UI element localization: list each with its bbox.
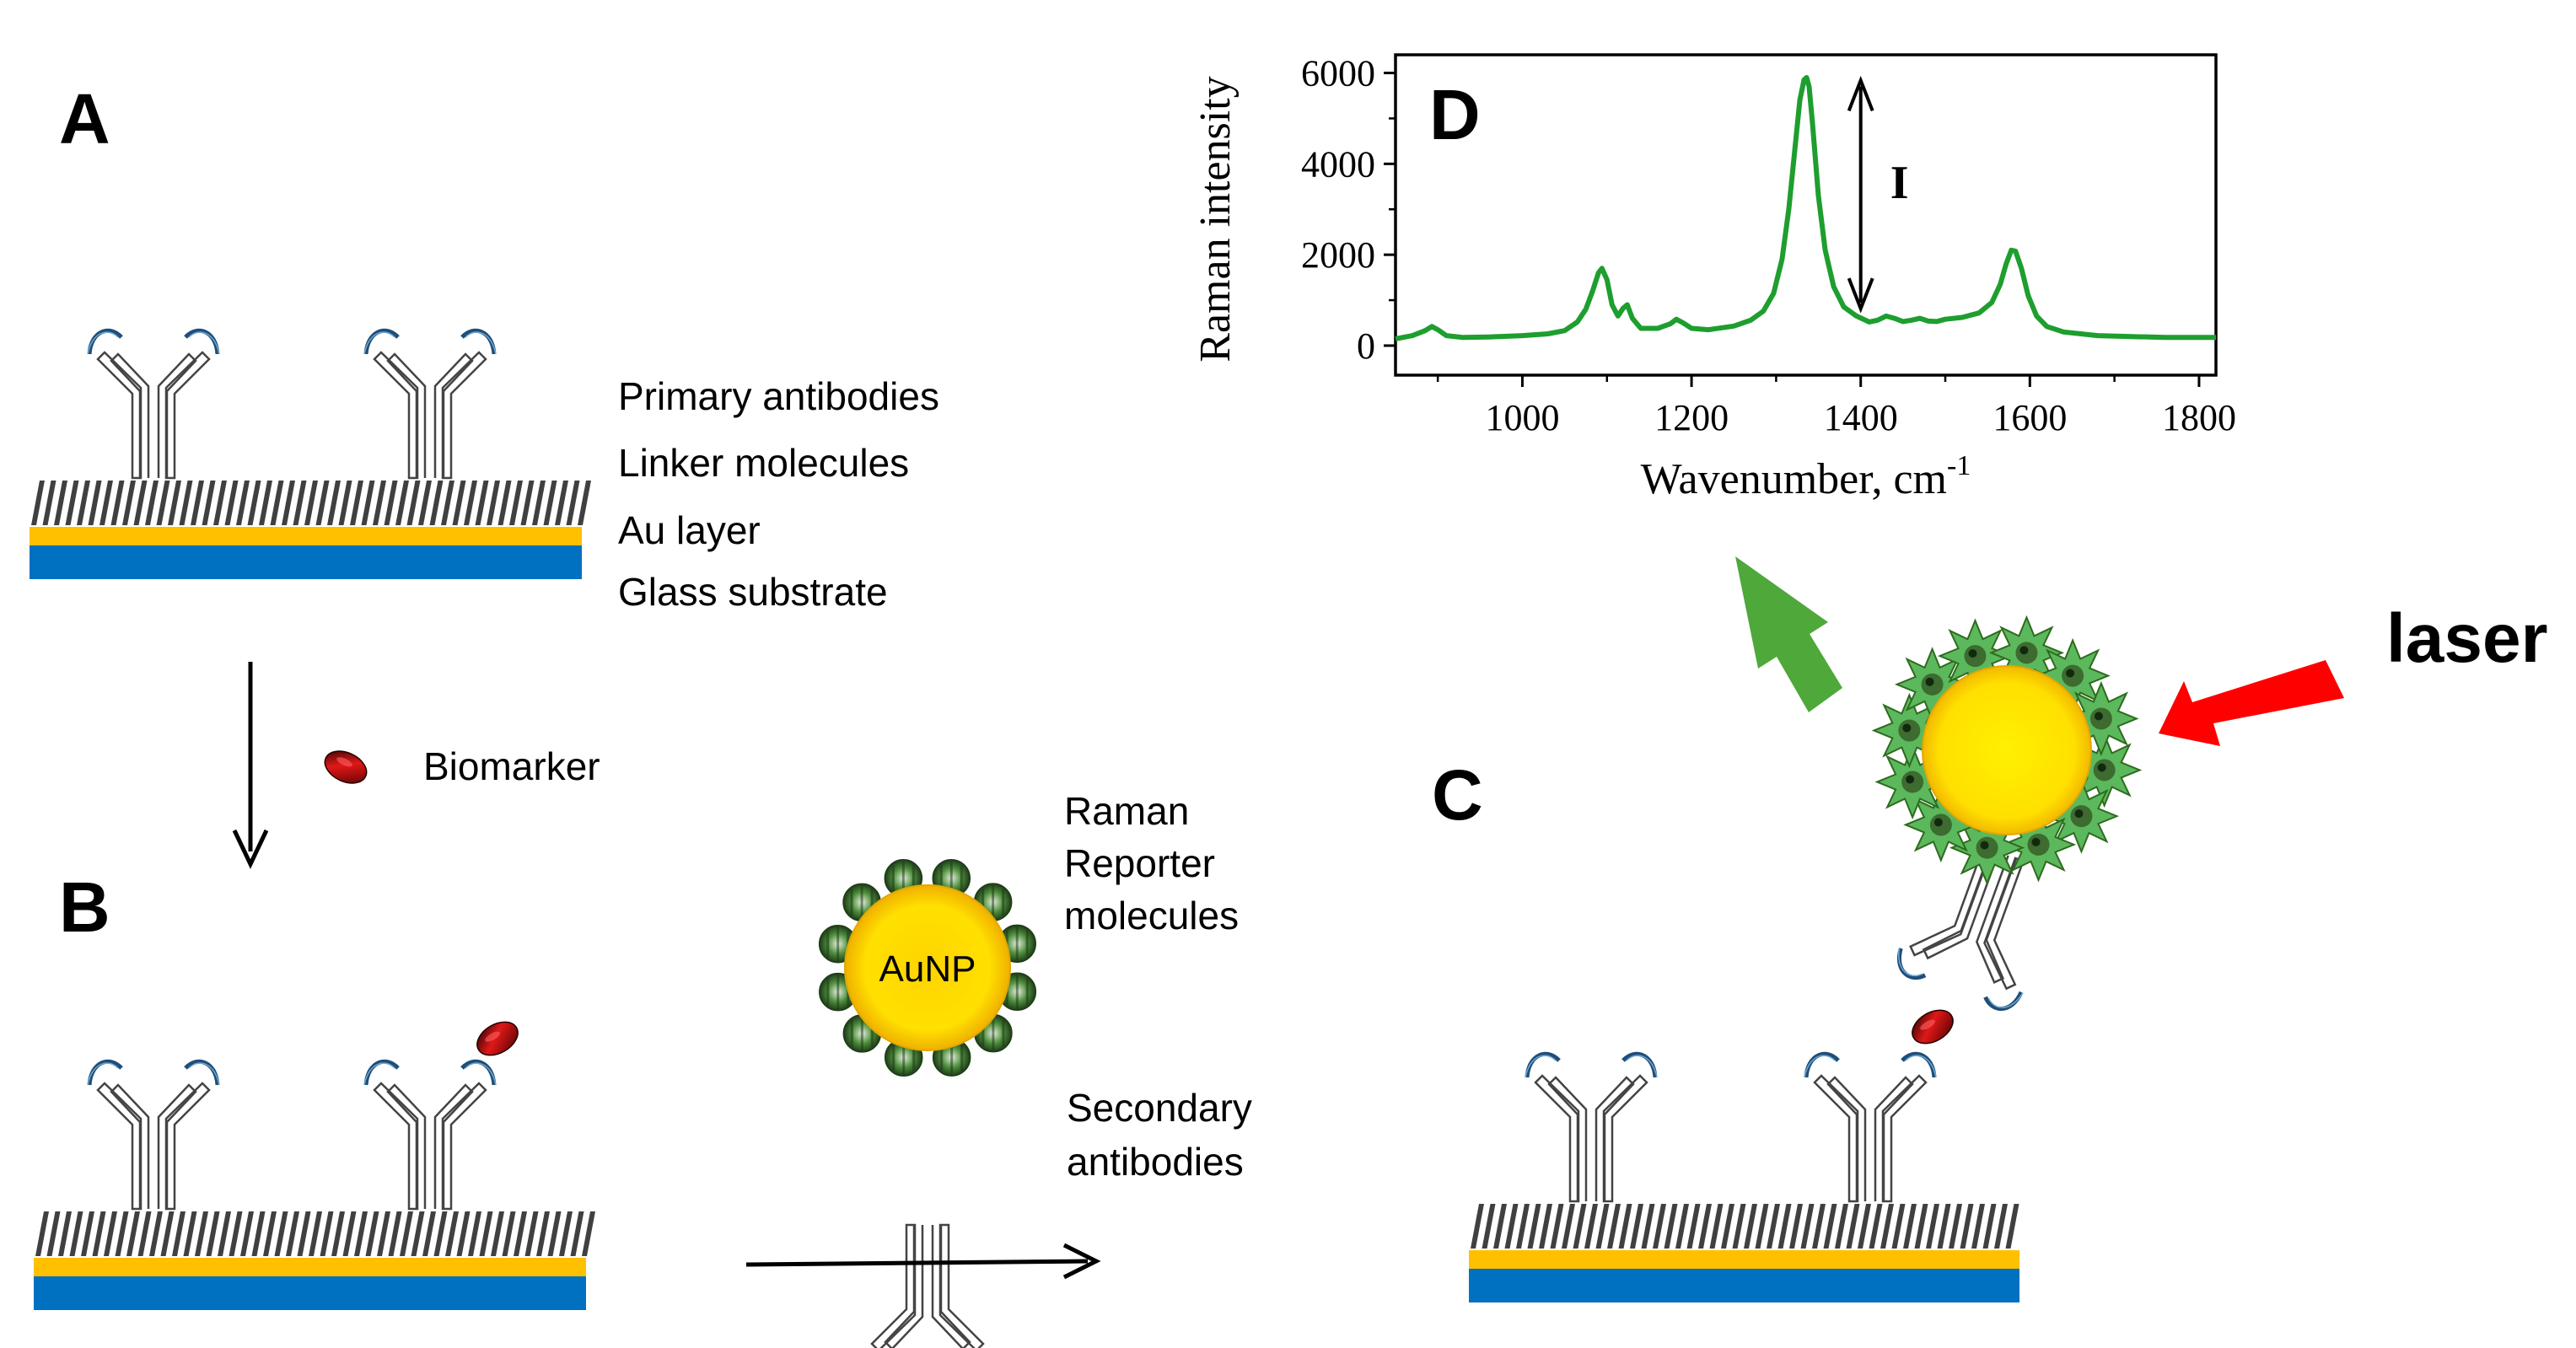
substrate-a [30, 527, 582, 579]
right-arrow-icon [745, 1259, 1089, 1267]
emission-arrow-icon [1735, 556, 1842, 712]
secondary-antibody [862, 1225, 993, 1348]
reporter-label-line: Reporter [1064, 841, 1215, 885]
biomarker-icon [471, 1014, 524, 1063]
panel-label-c: C [1432, 755, 1483, 835]
reporter-label-line: molecules [1064, 894, 1239, 937]
gold-nanoparticle [1873, 616, 2141, 884]
chart-frame [1394, 53, 2218, 377]
x-axis-label-superscript: -1 [1947, 450, 1971, 481]
glass-substrate [30, 545, 582, 579]
y-tick-label: 6000 [1301, 53, 1375, 94]
x-tick-label: 1800 [2162, 397, 2236, 438]
au-layer [1469, 1250, 2019, 1269]
linker-molecules-label: Linker molecules [618, 441, 909, 485]
reporter-label-line: Raman [1064, 789, 1189, 833]
intensity-annotation-label: I [1890, 157, 1909, 209]
y-tick-label: 0 [1357, 325, 1375, 367]
panel-label-a: A [59, 79, 110, 158]
primary-antibody [1804, 1054, 1936, 1201]
y-axis-label: Raman intensity [1191, 76, 1240, 362]
au-layer [34, 1258, 586, 1276]
x-tick-label: 1400 [1824, 397, 1898, 438]
primary-antibody [88, 330, 219, 478]
glass-substrate [1469, 1269, 2019, 1302]
y-tick-label: 2000 [1301, 234, 1375, 276]
laser-label: laser [2386, 600, 2548, 677]
biomarker-icon [1906, 1002, 1960, 1051]
substrate-c [1469, 1250, 2019, 1302]
au-layer-label: Au layer [618, 508, 761, 552]
primary-antibodies-label: Primary antibodies [618, 374, 939, 418]
linker-molecules [35, 1211, 595, 1256]
secondary-label-line: antibodies [1067, 1140, 1244, 1184]
biomarker-label: Biomarker [423, 744, 600, 788]
x-axis-label: Wavenumber, cm-1 [1641, 450, 1971, 503]
primary-antibody [1525, 1054, 1657, 1201]
x-tick-label: 1000 [1485, 397, 1559, 438]
primary-antibody [88, 1061, 219, 1209]
linker-molecules [1471, 1204, 2019, 1249]
au-layer [30, 527, 582, 545]
substrate-b [34, 1258, 586, 1310]
x-tick-label: 1200 [1654, 397, 1729, 438]
panel-label-b: B [59, 867, 110, 947]
linker-molecules [31, 481, 591, 525]
primary-antibody [364, 1061, 496, 1209]
panel-label-d: D [1429, 75, 1481, 154]
glass-substrate-label: Glass substrate [618, 570, 888, 614]
x-tick-label: 1600 [1993, 397, 2067, 438]
glass-substrate [34, 1276, 586, 1310]
y-tick-label: 4000 [1301, 143, 1375, 185]
primary-antibody [364, 330, 496, 478]
nanoparticle-label: AuNP [879, 948, 976, 990]
raman-spectrum-line [1395, 75, 2216, 341]
biomarker-icon [319, 744, 373, 791]
laser-arrow-icon [2159, 660, 2344, 746]
gold-nanoparticle: AuNP [818, 858, 1037, 1077]
secondary-label-line: Secondary [1067, 1086, 1252, 1130]
